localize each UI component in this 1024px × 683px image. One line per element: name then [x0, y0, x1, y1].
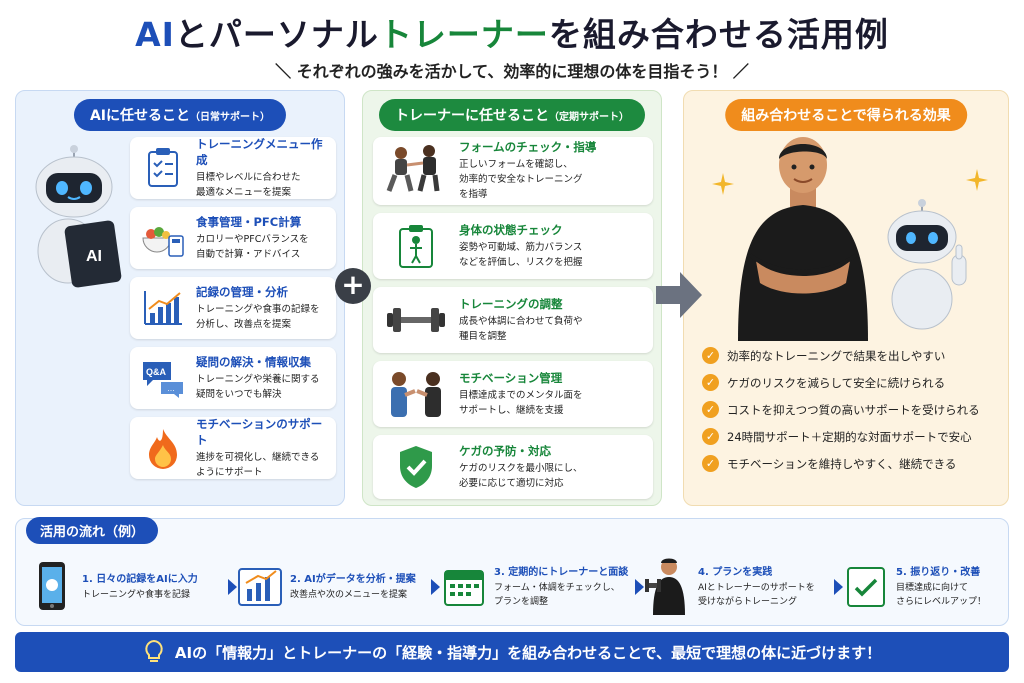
- ai-item-diet: 食事管理・PFC計算カロリーやPFCバランスを自動で計算・アドバイス: [130, 207, 336, 269]
- benefit-item: ✓24時間サポート＋定期的な対面サポートで安心: [702, 428, 1002, 445]
- flame-icon: [138, 423, 188, 473]
- sparkle-icon: [712, 173, 734, 195]
- benefit-item: ✓効率的なトレーニングで結果を出しやすい: [702, 347, 1002, 364]
- plus-icon: +: [335, 268, 371, 304]
- growth-chart-icon: [138, 283, 188, 333]
- calendar-icon: [440, 556, 488, 616]
- usage-flow: 活用の流れ（例） 1. 日々の記録をAIに入力トレーニングや食事を記録 2. A…: [15, 517, 1009, 626]
- ai-column-header: AIに任せること（日常サポート）: [73, 99, 287, 131]
- check-icon: ✓: [702, 401, 719, 418]
- trainer-column: トレーナーに任せること（定期サポート） フォームのチェック・指導正しいフォームを…: [362, 90, 662, 506]
- trainer-person-icon: [738, 137, 868, 341]
- page-title: AIとパーソナルトレーナーを組み合わせる活用例: [135, 15, 889, 54]
- ai-item-motivation: モチベーションのサポート進捗を可視化し、継続できるようにサポート: [130, 417, 336, 479]
- analysis-chart-icon: [236, 556, 284, 616]
- page-subtitle: ＼ それぞれの強みを活かして、効率的に理想の体を目指そう！ ／: [275, 62, 749, 81]
- svg-text:AI: AI: [86, 248, 102, 265]
- lightbulb-icon: [145, 639, 163, 662]
- flow-step-1: 1. 日々の記録をAIに入力トレーニングや食事を記録: [28, 553, 228, 619]
- flow-step-3: 3. 定期的にトレーナーと面談フォーム・体調をチェックし、プランを調整: [440, 553, 635, 619]
- chevron-right-icon: [228, 579, 237, 595]
- trainer-column-header: トレーナーに任せること（定期サポート）: [379, 99, 645, 131]
- checklist-icon: [842, 556, 890, 616]
- ai-column: AIに任せること（日常サポート） AI トレーニングメニュー作成目標やレベルに合…: [15, 90, 345, 506]
- check-icon: ✓: [702, 347, 719, 364]
- ai-item-menu: トレーニングメニュー作成目標やレベルに合わせた最適なメニューを提案: [130, 137, 336, 199]
- fist-bump-icon: [381, 369, 451, 419]
- clipboard-checklist-icon: [138, 143, 188, 193]
- benefit-list: ✓効率的なトレーニングで結果を出しやすい ✓ケガのリスクを減らして安全に続けられ…: [702, 347, 1002, 482]
- benefit-item: ✓モチベーションを維持しやすく、継続できる: [702, 455, 1002, 472]
- effects-column-header: 組み合わせることで得られる効果: [725, 99, 967, 131]
- chevron-right-icon: [431, 579, 440, 595]
- benefit-item: ✓ケガのリスクを減らして安全に続けられる: [702, 374, 1002, 391]
- person-dumbbell-icon: [644, 556, 692, 616]
- trainer-item-injury: ケガの予防・対応ケガのリスクを最小限にし、必要に応じて適切に対応: [373, 435, 653, 499]
- robot-thumbs-up-icon: [887, 199, 967, 330]
- chevron-right-icon: [834, 579, 843, 595]
- check-icon: ✓: [702, 428, 719, 445]
- trainer-item-body: 身体の状態チェック姿勢や可動域、筋力バランスなどを評価し、リスクを把握: [373, 213, 653, 279]
- flow-step-5: 5. 振り返り・改善目標達成に向けてさらにレベルアップ！: [842, 553, 1006, 619]
- ai-item-qa: Q&A… 疑問の解決・情報収集トレーニングや栄養に関する疑問をいつでも解決: [130, 347, 336, 409]
- form-check-icon: [381, 145, 451, 196]
- svg-text:Q&A: Q&A: [146, 367, 167, 377]
- check-icon: ✓: [702, 374, 719, 391]
- summary-banner: AIの「情報力」とトレーナーの「経験・指導力」を組み合わせることで、最短で理想の…: [15, 632, 1009, 672]
- dumbbell-icon: [381, 295, 451, 345]
- ai-item-records: 記録の管理・分析トレーニングや食事の記録を分析し、改善点を提案: [130, 277, 336, 339]
- benefit-item: ✓コストを抑えつつ質の高いサポートを受けられる: [702, 401, 1002, 418]
- robot-with-tablet-icon: AI: [35, 145, 122, 288]
- usage-flow-header: 活用の流れ（例）: [26, 517, 159, 544]
- svg-text:…: …: [167, 384, 175, 393]
- trainer-item-motivation: モチベーション管理目標達成までのメンタル面をサポートし、継続を支援: [373, 361, 653, 427]
- body-check-clipboard-icon: [381, 221, 451, 271]
- effects-column: 組み合わせることで得られる効果 ✓効率的なトレーニングで結果を出しやすい ✓ケガ…: [683, 90, 1009, 506]
- flow-step-2: 2. AIがデータを分析・提案改善点や次のメニューを提案: [236, 553, 431, 619]
- smartphone-icon: [28, 556, 76, 616]
- sparkle-icon: [966, 169, 988, 191]
- trainer-item-form: フォームのチェック・指導正しいフォームを確認し、効率的で安全なトレーニングを指導: [373, 137, 653, 205]
- check-icon: ✓: [702, 455, 719, 472]
- trainer-item-adjust: トレーニングの調整成長や体調に合わせて負荷や種目を調整: [373, 287, 653, 353]
- food-calculator-icon: [138, 213, 188, 263]
- shield-check-icon: [381, 442, 451, 492]
- arrow-right-icon: [656, 272, 702, 318]
- qa-bubble-icon: Q&A…: [138, 353, 188, 403]
- chevron-right-icon: [635, 579, 644, 595]
